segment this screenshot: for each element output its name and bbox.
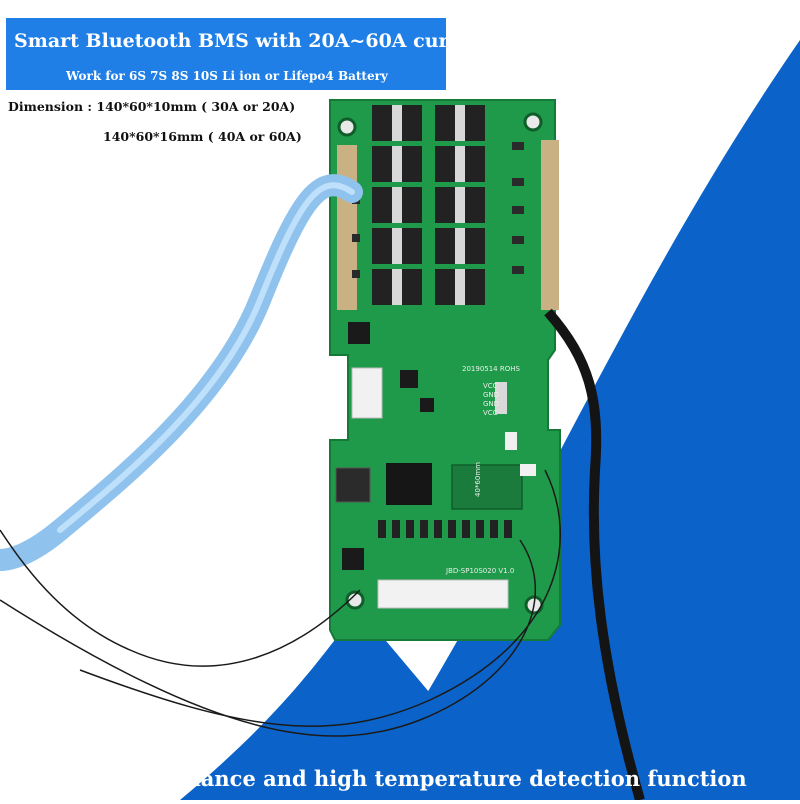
right-copper-bar	[541, 140, 559, 310]
white-connector	[351, 367, 383, 419]
left-copper-bar	[337, 145, 357, 310]
mounting-hole	[345, 590, 365, 610]
title-main: Smart Bluetooth BMS with 20A~60A current	[14, 30, 494, 52]
pin-labels: VCC GND GND VCC	[483, 382, 499, 417]
black-sensor-cable	[544, 308, 645, 802]
dimension-line-2: 140*60*16mm ( 40A or 60A)	[103, 129, 302, 144]
inductor	[335, 467, 371, 503]
control-ic	[348, 322, 370, 344]
pcb-size-mark: 40*60mm	[474, 462, 482, 497]
mounting-holes	[337, 112, 544, 615]
blue-background-shape	[360, 40, 800, 800]
bluetooth-module	[451, 464, 523, 510]
balance-connector	[377, 579, 509, 609]
pcb-date-code: 20190514 ROHS	[462, 365, 520, 373]
balance-resistor-row	[378, 520, 512, 538]
blue-background-sweep	[560, 0, 800, 140]
title-banner	[6, 18, 446, 90]
pin-label: GND	[483, 391, 499, 399]
blue-cable	[0, 174, 363, 571]
thin-wire	[79, 469, 562, 727]
pin-label: VCC	[483, 382, 498, 390]
pcb-model-label: JBD-SP10S020 V1.0	[445, 567, 514, 575]
mounting-hole	[337, 117, 357, 137]
thin-wire	[0, 529, 361, 667]
regulator	[342, 548, 364, 570]
small-ic	[400, 370, 418, 388]
title-sub: Work for 6S 7S 8S 10S Li ion or Lifepo4 …	[66, 69, 388, 83]
pin-label: GND	[483, 400, 499, 408]
white-connector-mini	[520, 464, 536, 476]
header-pins	[495, 382, 507, 414]
mosfet-tabs	[392, 105, 465, 305]
thin-wire	[0, 539, 536, 737]
footer-caption: With Balance and high temperature detect…	[98, 766, 747, 791]
blue-cable-highlight	[57, 182, 355, 533]
dimension-line-1: Dimension : 140*60*10mm ( 30A or 20A)	[8, 99, 296, 114]
blue-background-strip	[180, 610, 520, 800]
controller-chip	[386, 463, 432, 505]
mounting-hole	[523, 112, 543, 132]
pin-label: VCC	[483, 409, 498, 417]
small-ic	[420, 398, 434, 412]
white-connector-small	[505, 432, 517, 450]
